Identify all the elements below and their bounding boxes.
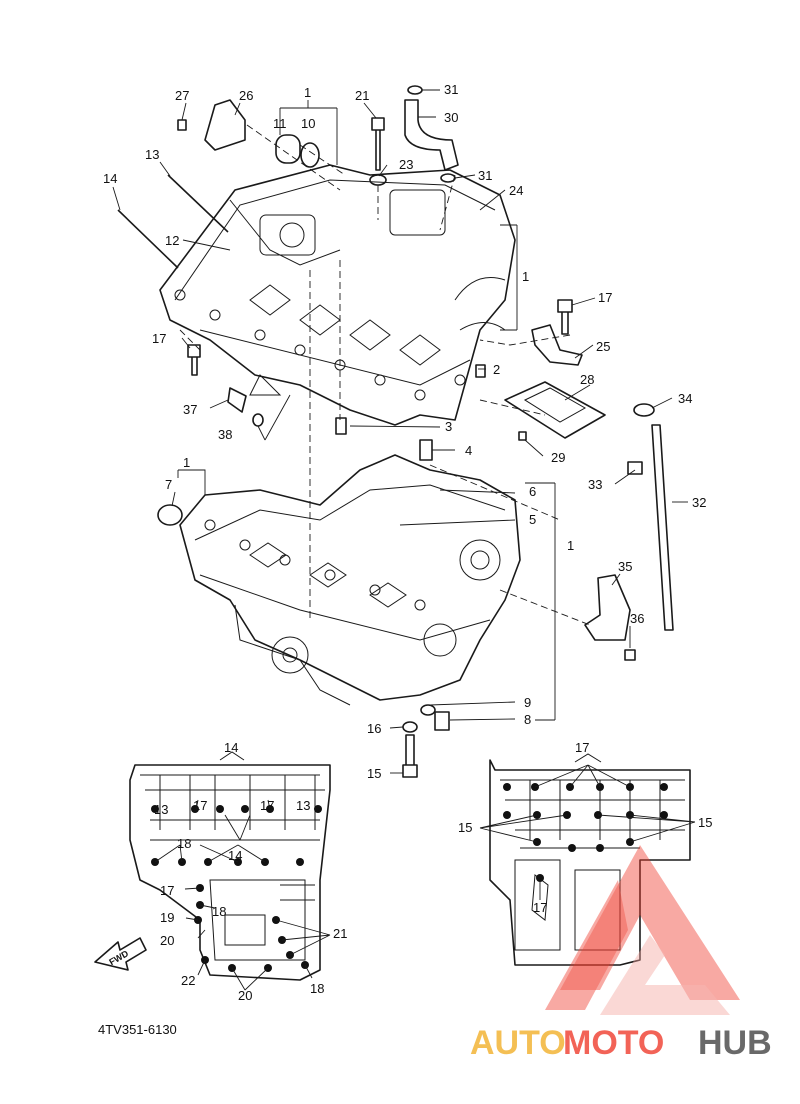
inset2-label-15b: 15	[698, 815, 712, 830]
part-number-labels: 1 11 10 27 26 21 31 30 23 31 24 13 14 12…	[103, 82, 706, 781]
label-13: 13	[145, 147, 159, 162]
inset-left-labels: 14 13 17 17 13 18 14 17 18 19 20 21 22 2…	[154, 740, 347, 1003]
label-1-mid: 1	[183, 455, 190, 470]
inset1-label-13b: 13	[296, 798, 310, 813]
label-7: 7	[165, 477, 172, 492]
label-9: 9	[524, 695, 531, 710]
label-30: 30	[444, 110, 458, 125]
label-11: 11	[273, 116, 287, 131]
label-26: 26	[239, 88, 253, 103]
inset-right-labels: 17 15 15 17	[458, 740, 712, 915]
inset2-label-15a: 15	[458, 820, 472, 835]
automotohub-watermark: AUTO MOTO HUB	[470, 845, 772, 1062]
inset1-label-14b: 14	[228, 848, 242, 863]
label-38: 38	[218, 427, 232, 442]
upper-crankcase	[159, 164, 516, 426]
label-5: 5	[529, 512, 536, 527]
label-14: 14	[103, 171, 117, 186]
label-31-mid: 31	[478, 168, 492, 183]
small-parts	[117, 85, 674, 778]
label-32: 32	[692, 495, 706, 510]
inset1-label-20a: 20	[160, 933, 174, 948]
fwd-arrow-icon: FWD	[94, 937, 147, 971]
inset1-label-18c: 18	[310, 981, 324, 996]
label-4: 4	[465, 443, 472, 458]
label-10: 10	[301, 116, 315, 131]
watermark-auto: AUTO	[470, 1024, 566, 1062]
label-35: 35	[618, 559, 632, 574]
label-16: 16	[367, 721, 381, 736]
inset1-label-13a: 13	[154, 802, 168, 817]
label-17-left: 17	[152, 331, 166, 346]
inset1-label-18a: 18	[177, 836, 191, 851]
dashed-assembly-lines	[179, 124, 591, 626]
label-15: 15	[367, 766, 381, 781]
label-2: 2	[493, 362, 500, 377]
diagram-code: 4TV351-6130	[98, 1022, 177, 1037]
leader-lines	[112, 89, 688, 774]
inset1-label-17c: 17	[160, 883, 174, 898]
inset1-label-20b: 20	[238, 988, 252, 1003]
inset1-label-17b: 17	[260, 798, 274, 813]
inset-bolt-diagram-right	[479, 753, 696, 966]
watermark-hub: HUB	[698, 1024, 772, 1062]
label-33: 33	[588, 477, 602, 492]
inset1-label-21: 21	[333, 926, 347, 941]
inset1-label-18b: 18	[212, 904, 226, 919]
inset2-label-17: 17	[575, 740, 589, 755]
inset1-label-22: 22	[181, 973, 195, 988]
label-1-top: 1	[304, 85, 311, 100]
label-12: 12	[165, 233, 179, 248]
triangle-logo-icon	[545, 845, 740, 1015]
label-21: 21	[355, 88, 369, 103]
inset1-label-14: 14	[224, 740, 238, 755]
label-37: 37	[183, 402, 197, 417]
label-27: 27	[175, 88, 189, 103]
label-36: 36	[630, 611, 644, 626]
label-3: 3	[445, 419, 452, 434]
label-24: 24	[509, 183, 523, 198]
label-29: 29	[551, 450, 565, 465]
inset1-label-17a: 17	[193, 798, 207, 813]
label-34: 34	[678, 391, 692, 406]
lower-crankcase	[179, 454, 521, 706]
label-28: 28	[580, 372, 594, 387]
label-17-right: 17	[598, 290, 612, 305]
label-8: 8	[524, 712, 531, 727]
watermark-moto: MOTO	[563, 1024, 664, 1062]
label-1-low: 1	[567, 538, 574, 553]
label-25: 25	[596, 339, 610, 354]
inset2-label-17b: 17	[533, 900, 547, 915]
label-23: 23	[399, 157, 413, 172]
label-6: 6	[529, 484, 536, 499]
label-1-right: 1	[522, 269, 529, 284]
label-31-top: 31	[444, 82, 458, 97]
inset-bolt-diagram-left: FWD	[94, 751, 331, 991]
inset1-label-19: 19	[160, 910, 174, 925]
